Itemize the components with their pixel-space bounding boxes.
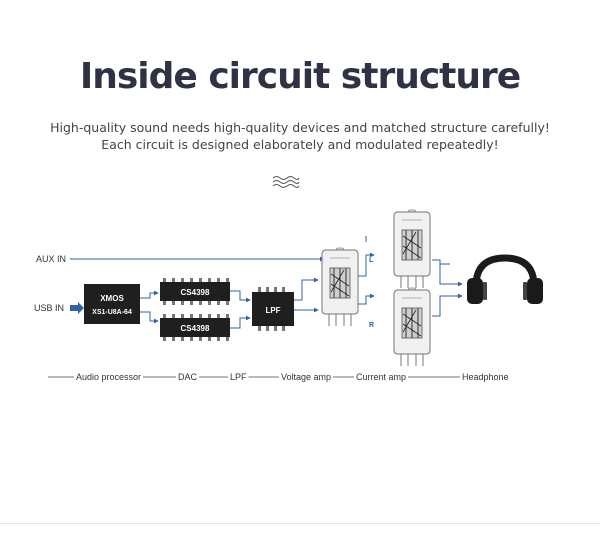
- lpf-chip: [252, 292, 294, 326]
- subtitle-line-1: High-quality sound needs high-quality de…: [50, 120, 550, 135]
- stage-labels: Audio processor DAC LPF Voltage amp Current …: [48, 372, 509, 382]
- dac-chip-top: [160, 282, 230, 301]
- left-channel-label: L: [369, 257, 374, 264]
- wave-icon: [272, 176, 300, 188]
- stage-label-4: Current amp: [356, 372, 406, 382]
- stage-label-1: DAC: [178, 372, 198, 382]
- circuit-diagram: AUX IN USB IN XMOS XS1-U8A-64 CS4398 CS4…: [34, 209, 543, 382]
- stage-label-2: LPF: [230, 372, 247, 382]
- usb-in-label: USB IN: [34, 303, 64, 313]
- processor-label-2: XS1-U8A-64: [92, 309, 132, 316]
- stage-label-3: Voltage amp: [281, 372, 331, 382]
- dac2-to-lpf: [230, 315, 251, 329]
- page-title: Inside circuit structure: [79, 56, 521, 97]
- current-amp-tube-right: [393, 287, 431, 367]
- voltage-amp-tube: [321, 247, 359, 327]
- right-to-headphone: [432, 293, 463, 317]
- right-channel-label: R: [369, 322, 374, 329]
- lpf-label: LPF: [265, 306, 280, 315]
- dac-bottom-label: CS4398: [181, 324, 210, 333]
- processor-to-dac1: [140, 290, 159, 299]
- vamp-to-right: [358, 293, 375, 305]
- lpf-to-vamp-1: [294, 277, 319, 301]
- stage-label-5: Headphone: [462, 372, 509, 382]
- processor-to-dac2: [140, 311, 159, 324]
- dac1-to-lpf: [230, 290, 251, 303]
- current-amp-tube-left: [393, 209, 431, 289]
- subtitle-line-2: Each circuit is designed elaborately and…: [101, 137, 499, 152]
- aux-in-label: AUX IN: [36, 254, 66, 264]
- stage-label-0: Audio processor: [76, 372, 141, 382]
- bottom-divider: [0, 523, 600, 524]
- vamp-to-left: [358, 252, 375, 277]
- usb-arrow-icon: [70, 302, 84, 314]
- dac-chip-bottom: [160, 318, 230, 337]
- dac-top-label: CS4398: [181, 288, 210, 297]
- left-to-headphone: [432, 259, 463, 287]
- processor-label-1: XMOS: [100, 294, 124, 303]
- headphone-icon: [467, 254, 543, 304]
- audio-processor-chip: [84, 284, 140, 324]
